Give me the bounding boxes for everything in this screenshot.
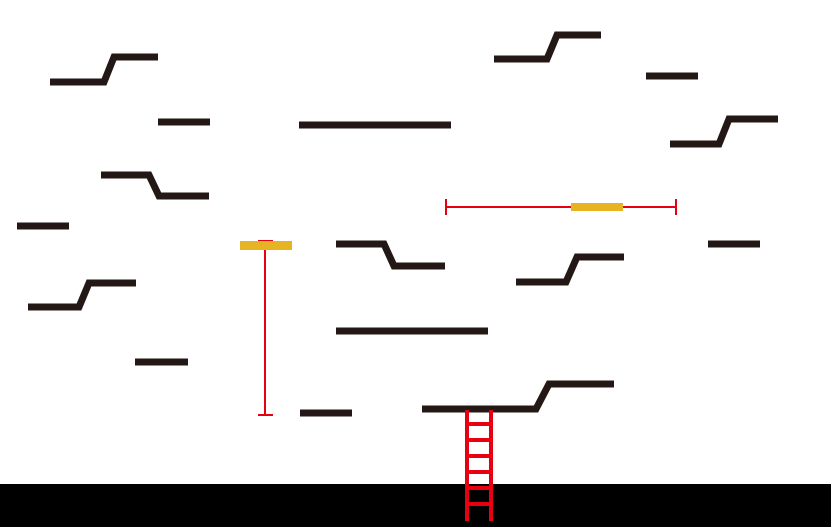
step-platform [28,279,136,311]
step-platform [494,31,601,63]
step-platform [516,253,624,286]
vertical-path-guide [258,240,273,416]
step-platform [422,380,614,413]
step-platform [101,171,209,200]
ground [0,484,831,527]
step-platform [670,115,778,148]
moving-platform-vertical [240,241,292,250]
horizontal-path-guide [445,199,677,215]
ladder [465,410,493,521]
step-platform [336,240,445,270]
step-platform [50,53,158,86]
moving-platform-horizontal [571,203,623,211]
